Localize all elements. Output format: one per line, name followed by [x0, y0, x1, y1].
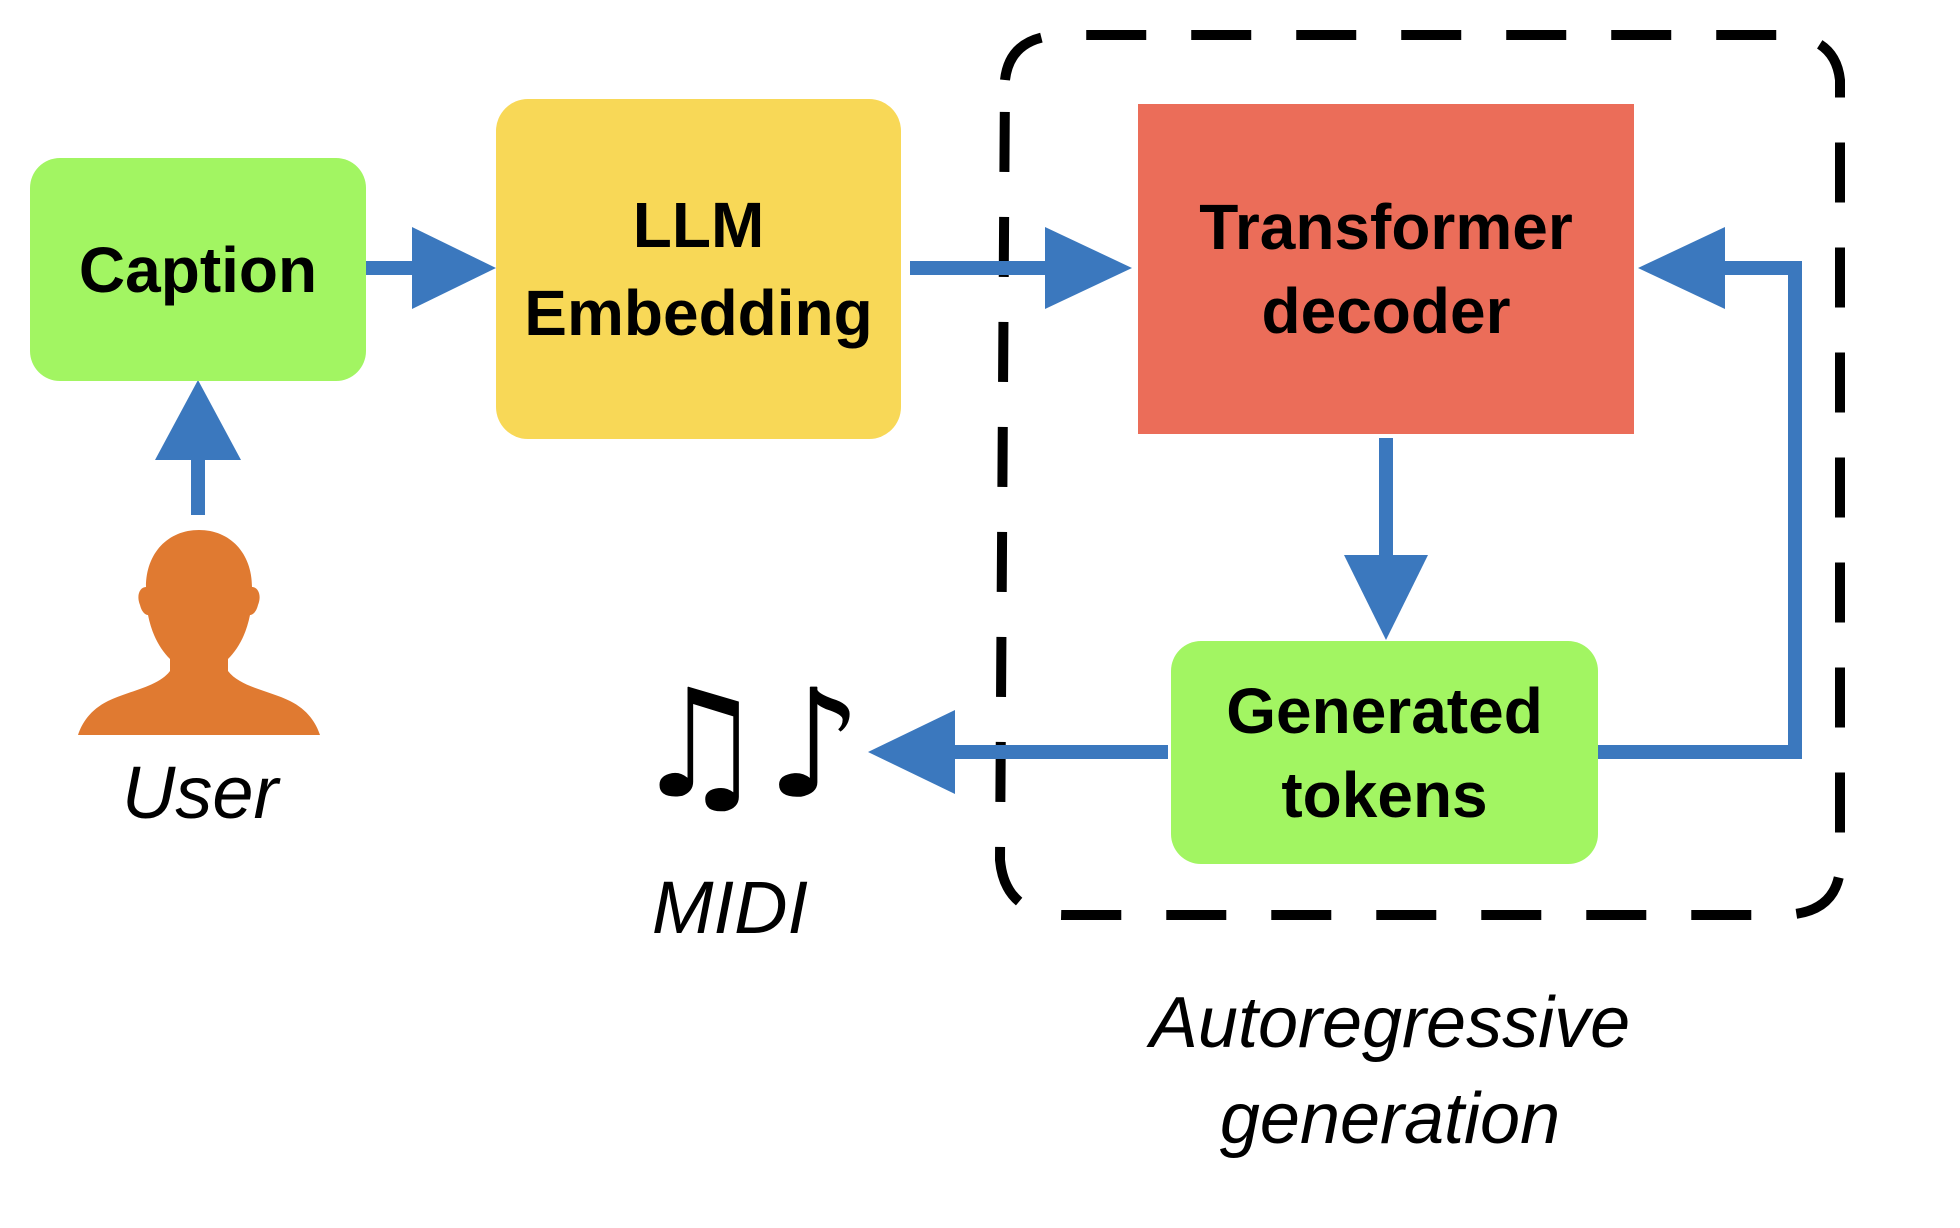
arrow-generated-tokens-feedback-loop — [1598, 227, 1802, 759]
caption-node-label: Caption — [78, 233, 318, 306]
music-notes-icon: ♫♪ — [632, 658, 863, 832]
caption-node: Caption — [30, 158, 366, 381]
transformer-decoder-label-line1: Transformer — [1199, 191, 1573, 263]
generated-tokens-label-line2: tokens — [1281, 758, 1488, 831]
transformer-decoder-node: Transformer decoder — [1138, 104, 1634, 434]
user-label: User — [121, 751, 279, 834]
generated-tokens-label-line1: Generated — [1226, 674, 1543, 747]
generated-tokens-node: Generated tokens — [1171, 641, 1598, 864]
autoregressive-label-line1: Autoregressive — [1149, 983, 1631, 1063]
llm-embedding-label-line2: Embedding — [524, 277, 873, 349]
arrow-user-to-caption — [155, 380, 241, 515]
arrow-llm-embedding-to-transformer-decoder — [910, 227, 1132, 309]
midi-label: MIDI — [651, 866, 809, 949]
llm-embedding-label-line1: LLM — [632, 189, 765, 261]
arrow-transformer-decoder-to-generated-tokens — [1344, 438, 1428, 640]
autoregressive-label-line2: generation — [1219, 1079, 1561, 1159]
llm-embedding-node: LLM Embedding — [496, 99, 901, 439]
user-icon — [78, 530, 320, 735]
autoregressive-generation-label: Autoregressive generation — [1080, 975, 1700, 1167]
arrow-generated-tokens-to-midi — [868, 710, 1168, 794]
arrow-caption-to-llm-embedding — [366, 227, 496, 309]
transformer-decoder-label-line2: decoder — [1261, 275, 1511, 347]
